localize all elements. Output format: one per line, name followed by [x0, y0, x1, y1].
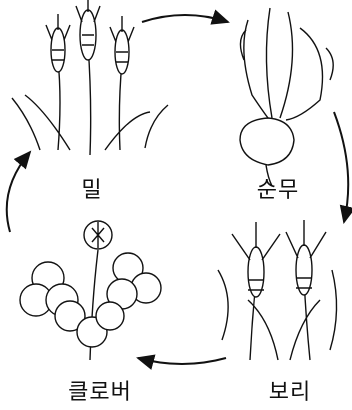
label-barley: 보리: [269, 374, 311, 406]
label-clover: 클로버: [68, 374, 132, 406]
barley-illustration: [218, 220, 337, 360]
arrow-turnip-to-barley: [334, 112, 348, 222]
label-wheat: 밀: [81, 172, 102, 204]
arrow-clover-to-wheat: [7, 152, 30, 232]
clover-illustration: [20, 221, 161, 360]
wheat-illustration: [12, 0, 168, 155]
label-turnip: 순무: [257, 172, 299, 204]
turnip-illustration: [240, 8, 333, 186]
arrow-barley-to-clover: [138, 358, 226, 364]
arrow-wheat-to-turnip: [142, 15, 228, 22]
